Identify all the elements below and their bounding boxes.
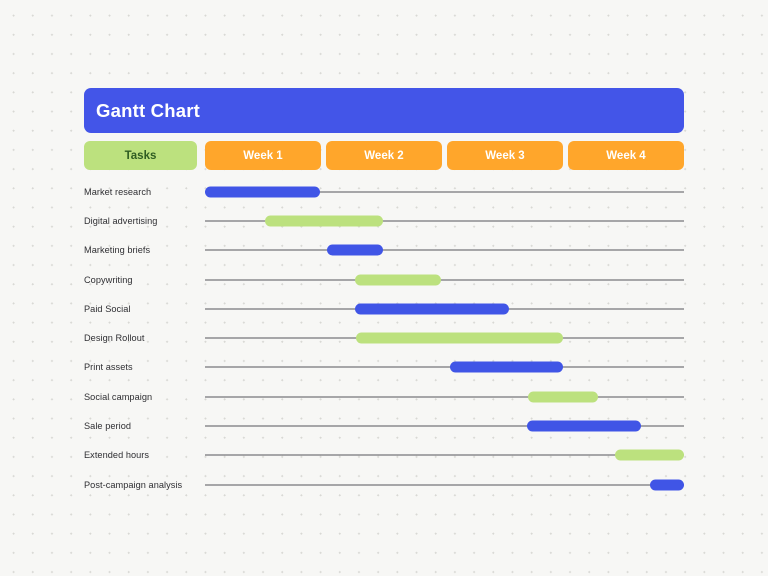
task-label: Extended hours [84,450,150,461]
column-header-week-3-label: Week 3 [485,149,525,162]
task-bar[interactable] [528,391,598,403]
task-track [205,475,684,495]
task-track [205,182,684,202]
task-baseline [205,249,684,251]
column-header-week-2[interactable]: Week 2 [326,141,442,170]
task-label: Digital advertising [84,215,158,226]
column-header-tasks[interactable]: Tasks [84,141,197,170]
column-header-week-4-label: Week 4 [606,149,646,162]
task-label: Sale period [84,421,132,432]
task-bar[interactable] [355,332,564,344]
task-bar[interactable] [205,186,320,198]
task-row[interactable]: Digital advertising [84,206,684,235]
column-header-week-1[interactable]: Week 1 [205,141,321,170]
column-header-week-4[interactable]: Week 4 [568,141,684,170]
task-track [205,357,684,377]
column-header-row: Tasks Week 1 Week 2 Week 3 Week 4 [84,141,684,170]
task-row[interactable]: Copywriting [84,265,684,294]
task-label: Social campaign [84,391,153,402]
task-track [205,240,684,260]
task-label: Print assets [84,362,133,373]
task-baseline [205,220,684,222]
task-row[interactable]: Sale period [84,411,684,440]
task-bar[interactable] [327,244,384,256]
task-bar[interactable] [450,361,564,373]
task-baseline [205,191,684,193]
column-header-tasks-label: Tasks [124,149,157,162]
task-track [205,270,684,290]
task-label: Post-campaign analysis [84,479,183,490]
task-label: Copywriting [84,274,133,285]
task-label: Design Rollout [84,333,145,344]
task-track [205,445,684,465]
task-label: Market research [84,186,152,197]
task-baseline [205,425,684,427]
task-row[interactable]: Post-campaign analysis [84,470,684,499]
gantt-chart: Gantt Chart Tasks Week 1 Week 2 Week 3 W… [84,88,684,499]
task-bar[interactable] [614,449,684,461]
task-row[interactable]: Paid Social [84,294,684,323]
task-bar[interactable] [650,479,684,491]
page-title: Gantt Chart [96,99,200,121]
task-row[interactable]: Design Rollout [84,323,684,352]
chart-title-bar: Gantt Chart [84,88,684,133]
task-bar[interactable] [264,215,384,227]
task-bar[interactable] [527,420,641,432]
task-track [205,299,684,319]
task-label: Paid Social [84,303,131,314]
task-row[interactable]: Market research [84,177,684,206]
task-bar[interactable] [354,274,441,286]
task-baseline [205,396,684,398]
task-row[interactable]: Extended hours [84,441,684,470]
task-row[interactable]: Social campaign [84,382,684,411]
column-header-week-3[interactable]: Week 3 [447,141,563,170]
task-label: Marketing briefs [84,245,151,256]
column-header-week-2-label: Week 2 [364,149,404,162]
task-baseline [205,279,684,281]
task-track [205,387,684,407]
task-row[interactable]: Marketing briefs [84,236,684,265]
task-baseline [205,454,684,456]
task-track [205,211,684,231]
task-baseline [205,484,684,486]
task-track [205,328,684,348]
task-track [205,416,684,436]
column-header-week-1-label: Week 1 [243,149,283,162]
task-baseline [205,366,684,368]
task-bar[interactable] [354,303,510,315]
task-row[interactable]: Print assets [84,353,684,382]
